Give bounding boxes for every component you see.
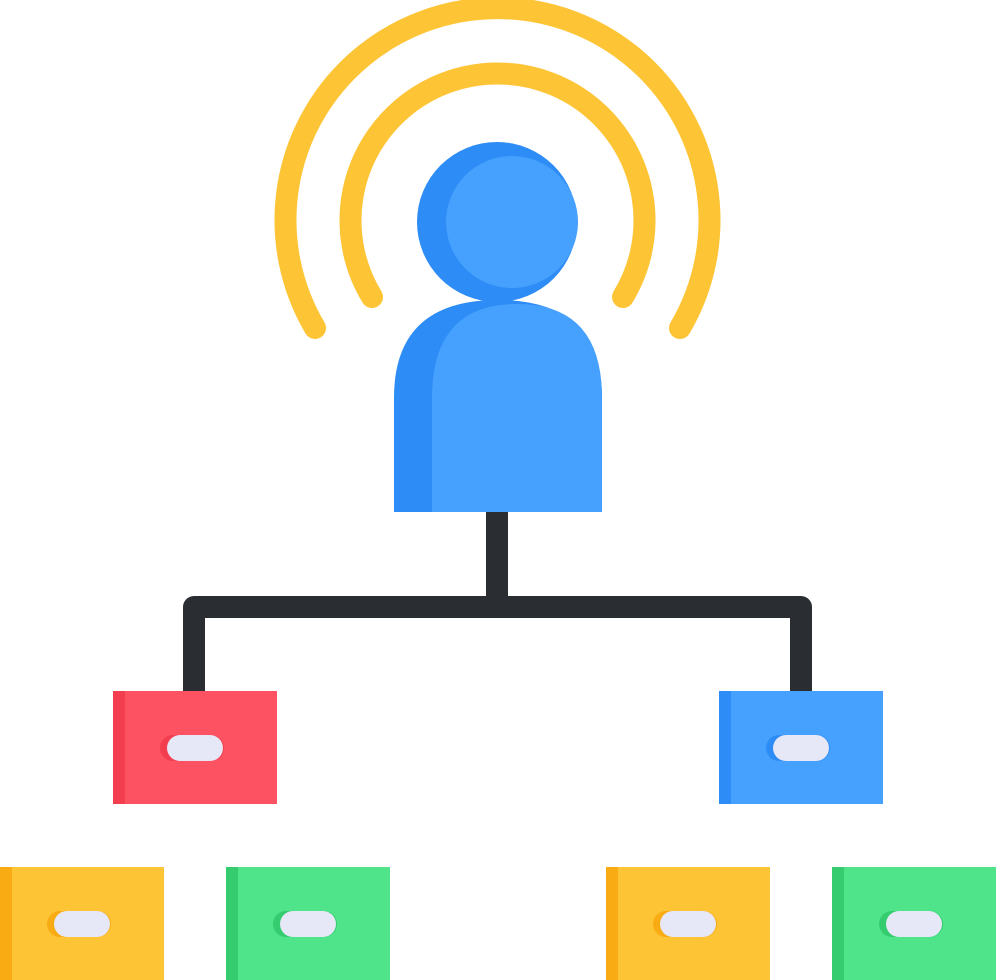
green-box-right-slot (886, 911, 942, 937)
blue-box-slot (773, 735, 829, 761)
signal-arc-outer (274, 0, 721, 339)
child-boxes (0, 691, 996, 980)
yellow-box-left-edge (0, 867, 12, 980)
hierarchy-connector (183, 512, 812, 692)
green-box-left (226, 867, 390, 980)
yellow-box-left-slot (54, 911, 110, 937)
yellow-box-left (0, 867, 164, 980)
green-box-right (832, 867, 996, 980)
green-box-left-slot (280, 911, 336, 937)
signal-arc-inner (339, 62, 656, 308)
yellow-box-right (606, 867, 770, 980)
green-box-right-edge (832, 867, 844, 980)
person-icon (394, 142, 602, 512)
red-box-slot (167, 735, 223, 761)
yellow-box-right-slot (660, 911, 716, 937)
blue-box-edge (719, 691, 731, 804)
person-body (432, 304, 602, 512)
broadcast-signal-icon (274, 0, 721, 339)
blue-box (719, 691, 883, 804)
yellow-box-right-edge (606, 867, 618, 980)
person-head (446, 156, 578, 288)
red-box-edge (113, 691, 125, 804)
green-box-left-edge (226, 867, 238, 980)
red-box (113, 691, 277, 804)
connector-lines (183, 512, 812, 692)
